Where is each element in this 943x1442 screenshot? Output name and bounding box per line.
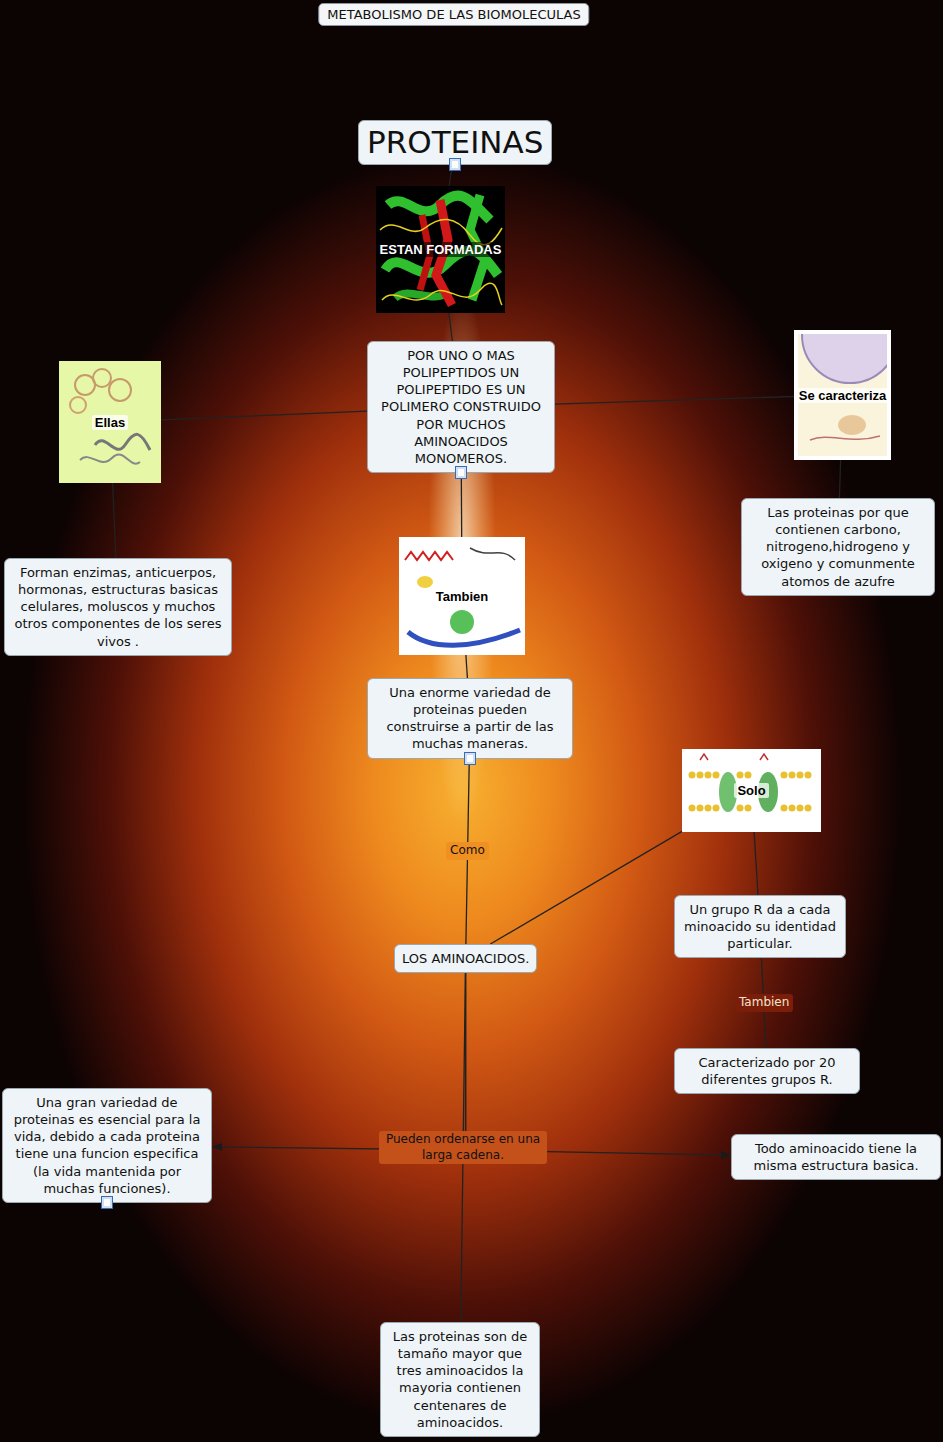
concept-box: POR UNO O MAS POLIPEPTIDOS UN POLIPEPTID… [367, 341, 555, 473]
node-text: Una enorme variedad de proteinas pueden … [375, 684, 565, 753]
image-node: ESTAN FORMADAS [376, 186, 505, 313]
connector [754, 832, 758, 895]
node-text: Una gran variedad de proteinas es esenci… [10, 1094, 204, 1197]
glycan [700, 754, 768, 760]
concept-box: Las proteinas son de tamaño mayor que tr… [380, 1322, 540, 1437]
connector [449, 313, 453, 341]
node-text: Las proteinas son de tamaño mayor que tr… [388, 1328, 532, 1431]
node-text: Solo [734, 783, 768, 798]
loop [109, 379, 131, 401]
link-label: Pueden ordenarse en una larga cadena. [379, 1131, 547, 1164]
image-node: Solo [682, 749, 821, 832]
connector [113, 483, 116, 558]
node-text: POR UNO O MAS POLIPEPTIDOS UN POLIPEPTID… [375, 347, 547, 467]
image-ground [376, 186, 505, 313]
node-text: Las proteinas por que contienen carbono,… [749, 504, 927, 590]
enzyme [417, 576, 433, 588]
connector [461, 473, 463, 537]
image-ground [399, 537, 525, 655]
concept-box: Una enorme variedad de proteinas pueden … [367, 678, 573, 759]
connector [490, 831, 682, 944]
dna [405, 552, 453, 560]
concept-box: LOS AMINOACIDOS. [394, 944, 537, 973]
loop [70, 397, 86, 413]
node-text: Todo aminoacido tiene la misma estructur… [739, 1140, 933, 1174]
concept-box: Un grupo R da a cada minoacido su identi… [674, 895, 846, 958]
image-node: Se caracteriza [794, 330, 891, 460]
concept-box: Forman enzimas, anticuerpos, hormonas, e… [4, 558, 232, 656]
connector [839, 460, 840, 498]
strand [470, 548, 515, 560]
connector [212, 973, 466, 1150]
nucleus [802, 334, 887, 383]
membrane-image [682, 749, 821, 832]
ribosome [450, 610, 474, 634]
node-text: LOS AMINOACIDOS. [402, 950, 529, 967]
coil [380, 219, 502, 244]
coil [382, 283, 502, 305]
node-text: Forman enzimas, anticuerpos, hormonas, e… [12, 564, 224, 650]
lipid-heads [689, 772, 812, 812]
node-text: Caracterizado por 20 diferentes grupos R… [682, 1054, 852, 1088]
node-text: Se caracteriza [796, 388, 889, 403]
ribbon-sketch-image [59, 361, 161, 483]
image-node: Tambien [399, 537, 525, 655]
image-node: Ellas [59, 361, 161, 483]
coil [95, 434, 150, 450]
concept-box: Una gran variedad de proteinas es esenci… [2, 1088, 212, 1203]
ribosome [838, 415, 866, 435]
node-text: Ellas [92, 415, 128, 430]
connector [161, 411, 367, 420]
concept-box: Las proteinas por que contienen carbono,… [741, 498, 935, 596]
image-ground [59, 361, 161, 483]
loop [93, 369, 111, 387]
node-text: PROTEINAS [367, 123, 543, 162]
concept-box: Caracterizado por 20 diferentes grupos R… [674, 1048, 860, 1094]
diagram-title: METABOLISMO DE LAS BIOMOLECULAS [318, 3, 589, 26]
link-label: Tambien [735, 994, 793, 1012]
node-text: Tambien [433, 589, 492, 604]
cell-image [794, 287, 898, 460]
main-concept-box: PROTEINAS [358, 120, 552, 165]
node-text: ESTAN FORMADAS [377, 242, 505, 257]
transcription-image [399, 537, 525, 655]
concept-box: Todo aminoacido tiene la misma estructur… [731, 1134, 941, 1180]
connector [466, 655, 468, 678]
connector [555, 397, 794, 405]
link-label: Como [446, 842, 489, 860]
image-ground [682, 749, 821, 832]
coil [80, 455, 140, 464]
node-text: Un grupo R da a cada minoacido su identi… [682, 901, 838, 952]
protein-ribbon-image [376, 186, 505, 313]
strand [810, 436, 880, 440]
